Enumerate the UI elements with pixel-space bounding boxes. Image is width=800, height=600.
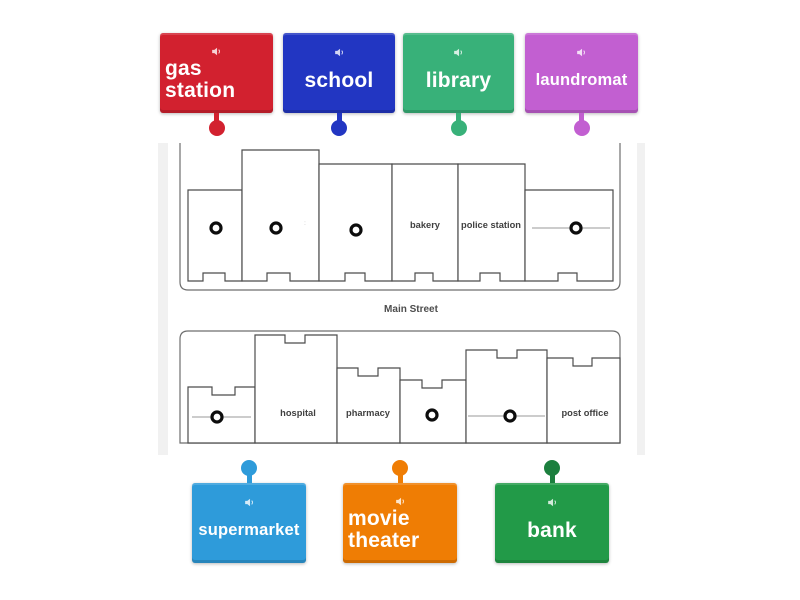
label-movie-theater[interactable]: movie theater [343, 460, 457, 563]
building-outline [318, 163, 393, 282]
pin-connector [544, 460, 560, 483]
speaker-icon[interactable] [546, 483, 559, 509]
main-street-map: bakery police station hospital pharmacy … [168, 143, 637, 455]
pin-connector [450, 113, 467, 136]
building-label-pharmacy: pharmacy [346, 408, 391, 418]
label-school[interactable]: school [283, 33, 395, 136]
label-bank[interactable]: bank [495, 460, 609, 563]
label-text: school [304, 68, 374, 92]
building-label-post-office: post office [561, 408, 608, 418]
label-text: movie theater [348, 506, 420, 553]
answer-zone-2[interactable] [269, 221, 283, 235]
answer-zone-5[interactable] [210, 410, 224, 424]
speaker-icon[interactable] [243, 483, 256, 509]
building-outline-post-office [546, 357, 621, 444]
label-supermarket[interactable]: supermarket [192, 460, 306, 563]
pin-stem [549, 475, 555, 483]
diagram-panel: bakery police station hospital pharmacy … [158, 143, 645, 455]
pin-ball [544, 460, 560, 476]
north-block-outline [179, 143, 621, 291]
pin-ball [241, 460, 257, 476]
building-outline [524, 189, 614, 282]
building-outline [241, 149, 320, 282]
label-text: bank [527, 518, 577, 542]
answer-zone-6[interactable] [425, 408, 439, 422]
label-text: supermarket [198, 521, 300, 540]
answer-zone-4[interactable] [569, 221, 583, 235]
pin-ball [573, 120, 590, 136]
pin-connector [573, 113, 590, 136]
speaker-icon[interactable] [210, 33, 223, 58]
pin-stem [336, 113, 342, 121]
label-laundromat[interactable]: laundromat [525, 33, 638, 136]
speaker-icon[interactable] [394, 483, 407, 508]
label-text: library [425, 68, 492, 92]
building-outline-pharmacy [336, 367, 401, 444]
label-library[interactable]: library [403, 33, 514, 136]
building-outline [465, 349, 548, 444]
speaker-icon[interactable] [575, 33, 588, 59]
label-text: laundromat [535, 71, 628, 90]
pin-stem [214, 113, 219, 121]
building-outline [187, 189, 243, 282]
pin-ball [392, 460, 408, 476]
building-label-bakery: bakery [410, 220, 441, 230]
pin-ball [450, 120, 467, 136]
pin-stem [397, 475, 403, 483]
speaker-icon[interactable] [452, 33, 465, 59]
south-block-outline [179, 330, 621, 444]
building-label-hospital: hospital [280, 408, 316, 418]
pin-connector [208, 113, 225, 136]
answer-zone-7[interactable] [503, 409, 517, 423]
pin-stem [579, 113, 584, 121]
label-text: gas station [165, 56, 236, 103]
pin-stem [456, 113, 461, 121]
building-outline-hospital [254, 334, 338, 444]
street-name-label: Main Street [384, 304, 439, 315]
pin-connector [392, 460, 408, 483]
answer-zone-3[interactable] [349, 223, 363, 237]
pin-connector [241, 460, 257, 483]
speaker-icon[interactable] [333, 33, 346, 59]
pin-stem [246, 475, 252, 483]
answer-zone-1[interactable] [209, 221, 223, 235]
pin-connector [331, 113, 347, 136]
print-artifact: : [304, 221, 306, 227]
building-label-police-station: police station [461, 220, 521, 230]
pin-ball [331, 120, 347, 136]
label-gas-station[interactable]: gas station [160, 33, 273, 136]
pin-ball [208, 120, 225, 136]
